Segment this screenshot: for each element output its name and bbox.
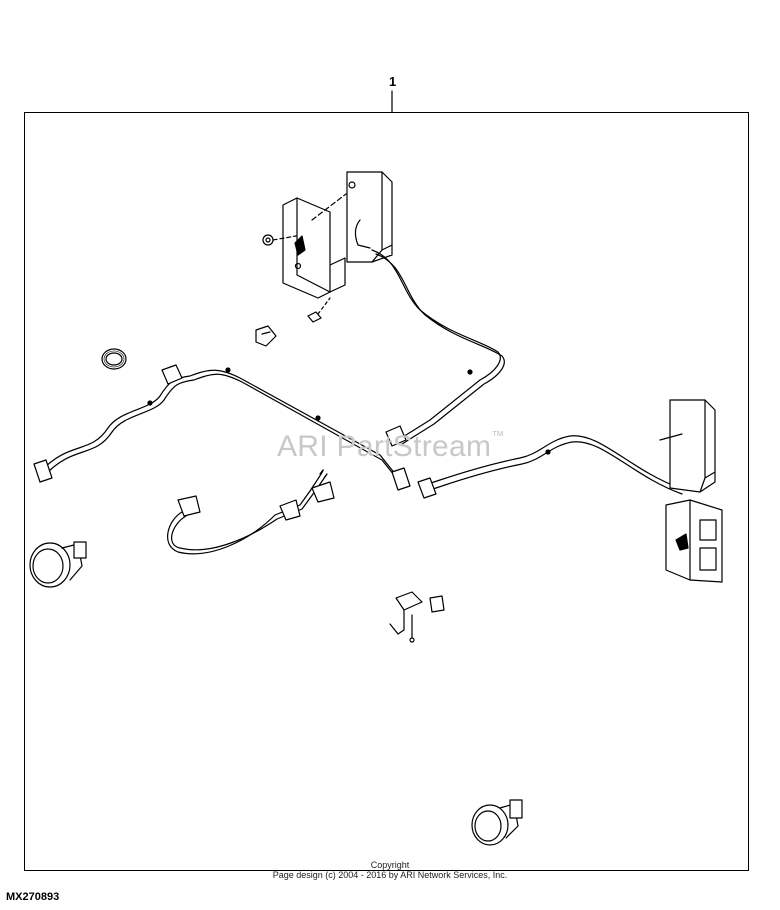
mounting-bracket-upper[interactable] — [282, 193, 347, 299]
lamp-bottom[interactable] — [471, 799, 523, 846]
copyright-notice: Copyright Page design (c) 2004 - 2016 by… — [0, 860, 780, 880]
upper-light-harness[interactable] — [371, 249, 505, 447]
figure-id: MX270893 — [6, 891, 60, 903]
callout-number: 1 — [389, 74, 397, 89]
connector-clip[interactable] — [255, 325, 277, 347]
nut[interactable] — [262, 234, 297, 246]
adapter-harness[interactable] — [167, 469, 335, 555]
bolt[interactable] — [307, 297, 331, 323]
watermark: ARI PartStream™ — [277, 428, 505, 464]
trademark-mark: ™ — [491, 428, 505, 443]
right-light-harness[interactable] — [417, 435, 683, 499]
grommet[interactable] — [101, 348, 127, 370]
light-housing-upper[interactable] — [346, 171, 393, 263]
mounting-bracket-right[interactable] — [665, 499, 723, 583]
main-wiring-harness[interactable] — [33, 364, 411, 491]
light-housing-right[interactable] — [659, 399, 716, 493]
copyright-line-2: Page design (c) 2004 - 2016 by ARI Netwo… — [272, 870, 508, 880]
switch-bracket[interactable] — [389, 591, 445, 643]
copyright-line-1: Copyright — [370, 860, 410, 870]
watermark-text: ARI PartStream — [277, 430, 492, 463]
kit-frame — [24, 112, 749, 871]
lamp-left[interactable] — [29, 541, 87, 588]
